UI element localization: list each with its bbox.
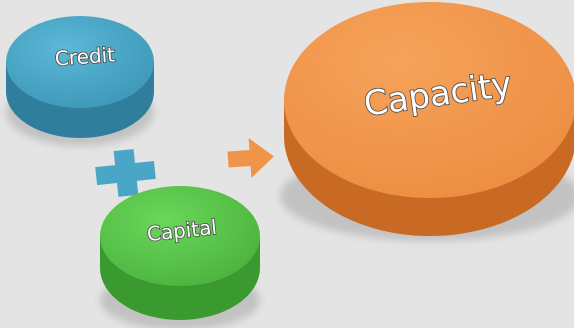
credit-disc: Credit [6,16,154,146]
plus-icon [95,149,156,197]
capacity-disc-top [284,2,574,198]
credit-disc-top [6,16,154,108]
capacity-disc: Capacity [280,2,574,241]
capital-disc-top [100,186,260,286]
arrow-right-icon [227,138,274,178]
credit-label: Credit [54,42,116,70]
capital-disc: Capital [100,186,260,328]
